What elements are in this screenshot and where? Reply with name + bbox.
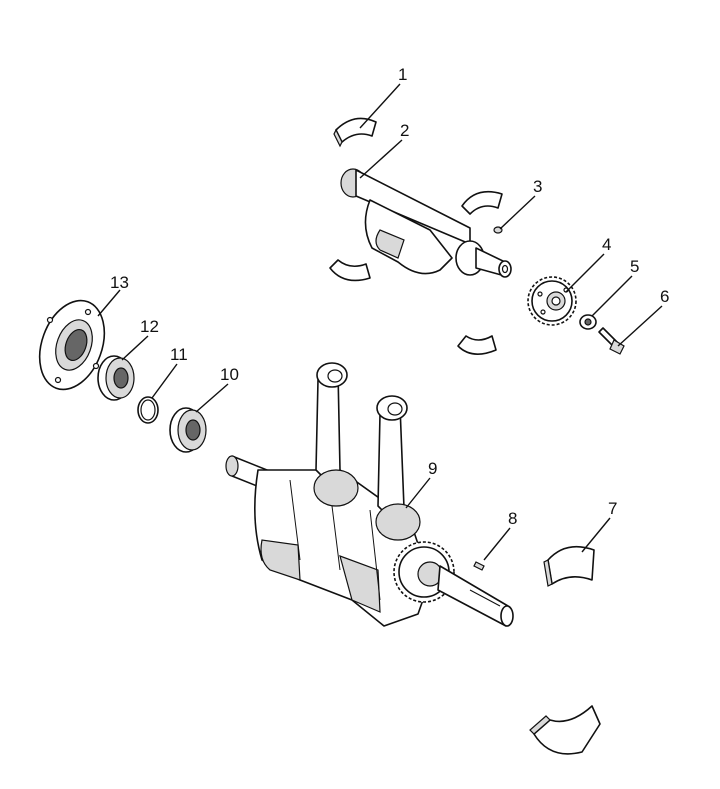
leader-11 <box>151 363 178 399</box>
leader-7 <box>581 517 611 553</box>
callout-9: 9 <box>428 459 437 478</box>
callout-8: 8 <box>508 509 517 528</box>
part-7-bearing-shell-upper <box>543 545 595 587</box>
callout-6: 6 <box>660 287 669 306</box>
leader-lines <box>97 83 663 561</box>
leader-9 <box>405 477 431 509</box>
leader-8 <box>483 527 511 561</box>
leader-12 <box>121 335 149 361</box>
callout-12: 12 <box>140 317 159 336</box>
part-2-balance-shaft <box>340 168 512 278</box>
leader-4 <box>565 253 605 293</box>
bearing-shell-upper-right <box>461 190 503 215</box>
callout-3: 3 <box>533 177 542 196</box>
callout-5: 5 <box>630 257 639 276</box>
callout-7: 7 <box>608 499 617 518</box>
callout-1: 1 <box>398 65 407 84</box>
leader-5 <box>591 275 633 317</box>
callout-2: 2 <box>400 121 409 140</box>
leader-2 <box>359 139 403 179</box>
callout-labels: 1 2 3 4 5 6 7 8 9 10 11 12 13 <box>110 65 669 528</box>
bearing-shell-bottom <box>529 705 601 755</box>
part-11-snap-ring <box>137 396 159 424</box>
part-13-seal-plate <box>38 299 106 391</box>
callout-13: 13 <box>110 273 129 292</box>
leader-10 <box>195 383 229 413</box>
leader-6 <box>617 305 663 347</box>
part-10-bearing <box>169 407 207 453</box>
leader-3 <box>499 195 536 230</box>
part-12-bearing <box>97 355 135 401</box>
leader-1 <box>359 83 401 129</box>
callout-11: 11 <box>170 345 188 364</box>
part-9-crankshaft <box>225 362 514 627</box>
bearing-shell-lower-right <box>457 335 497 355</box>
callout-10: 10 <box>220 365 239 384</box>
part-4-gear <box>527 276 577 326</box>
leader-13 <box>97 289 121 317</box>
part-1-bearing-shell <box>333 117 377 148</box>
part-6-bolt <box>598 327 625 355</box>
bearing-shell-lower-left <box>329 259 371 282</box>
part-5-washer <box>579 314 597 330</box>
callout-4: 4 <box>602 235 611 254</box>
part-8-key <box>473 561 485 571</box>
